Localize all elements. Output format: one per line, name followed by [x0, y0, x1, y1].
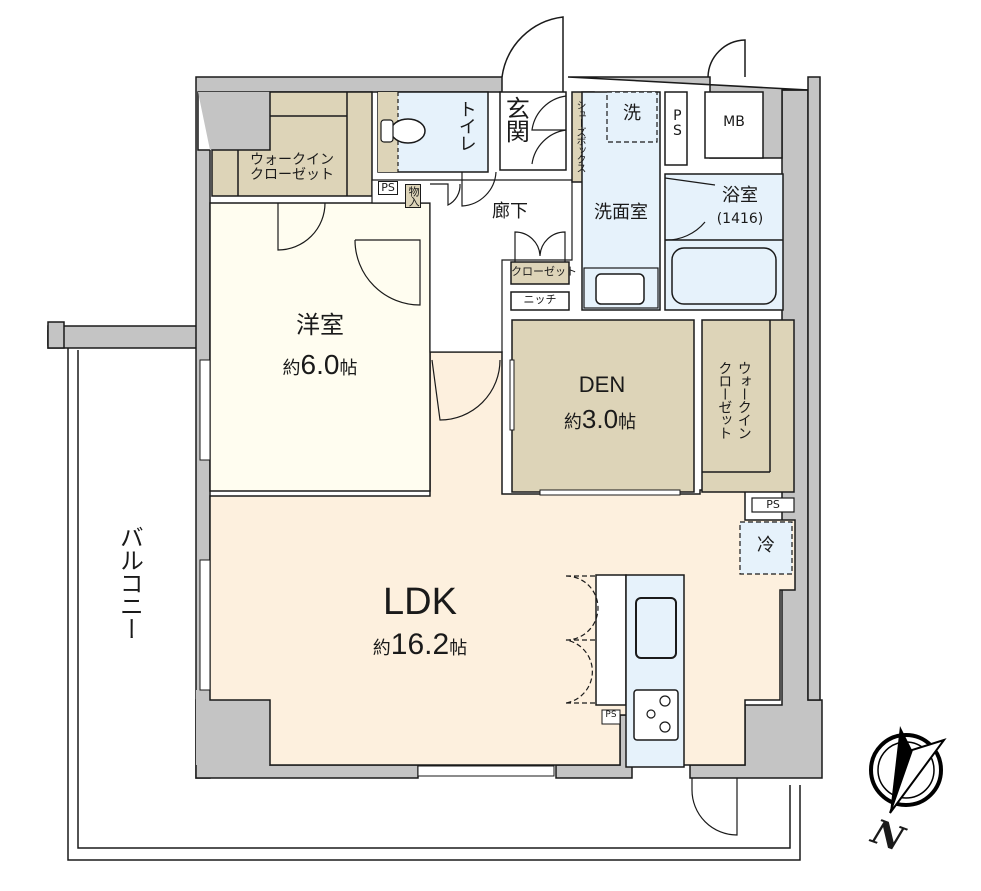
den-area: 約3.0帖 [530, 405, 670, 434]
washer-space [606, 91, 658, 143]
kitchen-sink [635, 597, 677, 659]
shoe-box-label: シューズボックス [574, 100, 585, 172]
walk-in-closet-right [701, 319, 795, 493]
western-room-floor [209, 202, 431, 492]
area-prefix: 約 [282, 358, 301, 379]
toilet-room [377, 91, 489, 173]
label-line: クローゼット [250, 167, 334, 184]
area-value: 6.0 [300, 349, 340, 380]
bathroom-label: 浴室 [722, 185, 758, 206]
area-prefix: 約 [372, 638, 391, 659]
area-unit: 帖 [339, 358, 358, 379]
fridge-space [739, 521, 793, 575]
kitchen-counter [565, 574, 685, 768]
balcony [47, 321, 801, 861]
ldk-area: 約16.2帖 [340, 628, 500, 661]
walk-in-closet-right-label: ウォークイン クローゼット [716, 330, 751, 470]
ps-top-label: PS [669, 108, 686, 138]
wash-basin [595, 273, 645, 305]
area-unit: 帖 [449, 638, 468, 659]
doors [277, 171, 738, 836]
north-arrow-icon [869, 726, 947, 814]
bathtub [671, 247, 777, 305]
den-floor [511, 319, 695, 493]
area-value: 16.2 [390, 628, 450, 661]
ps-top [664, 91, 688, 166]
walk-in-closet-top-label: ウォークイン クローゼット [238, 152, 346, 184]
toilet-bowl [390, 118, 426, 144]
area-prefix: 約 [563, 412, 582, 433]
small-closet-label: クローゼット [511, 265, 577, 278]
bathroom-size: (1416) [716, 211, 764, 227]
washer-label: 洗 [623, 103, 641, 124]
ldk-name: LDK [383, 581, 457, 623]
ps-kitchen-label: PS [605, 710, 617, 720]
entrance-label: 玄関 [501, 96, 530, 142]
fridge-label: 冷 [757, 535, 775, 556]
label-line: ウォークイン [250, 152, 334, 168]
ps-hall-label: PS [378, 181, 398, 196]
balcony-label: バルコニー [115, 525, 144, 640]
mb-label: MB [723, 114, 745, 130]
washroom-label: 洗面室 [594, 202, 648, 223]
ps-right [751, 497, 795, 513]
area-value: 3.0 [581, 404, 619, 434]
storage-label: 物入 [405, 184, 422, 208]
ps-right-label: PS [766, 498, 780, 511]
mb-box [704, 91, 764, 159]
den-name: DEN [578, 372, 626, 397]
niche-label: ニッチ [523, 293, 557, 306]
western-room-area: 約6.0帖 [240, 349, 400, 381]
niche-box [510, 291, 570, 311]
western-room-name: 洋室 [296, 311, 344, 339]
label-line: クローゼット [716, 361, 733, 439]
toilet-label: トイレ [455, 100, 477, 151]
compass: N [862, 718, 952, 860]
walk-in-closet-top [211, 91, 373, 197]
windows [199, 359, 681, 777]
small-closet [510, 261, 570, 285]
hallway-label: 廊下 [492, 201, 528, 222]
label-line: ウォークイン [735, 361, 752, 439]
area-unit: 帖 [618, 412, 637, 433]
stove [633, 689, 679, 741]
hallway-floor [371, 179, 573, 353]
ps-kitchen-box [601, 709, 621, 725]
